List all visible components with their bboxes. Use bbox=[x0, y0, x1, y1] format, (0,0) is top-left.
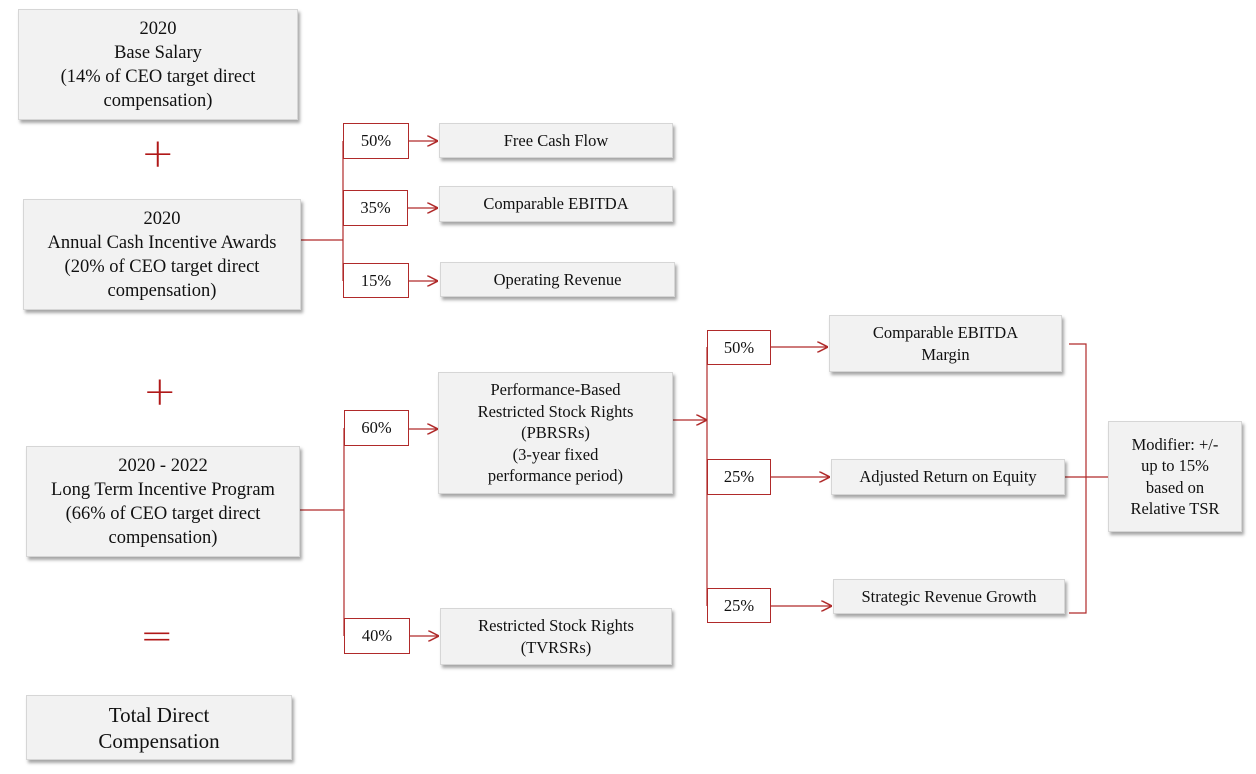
annual-weight-3: 15% bbox=[343, 263, 409, 298]
tvrsr-weight: 40% bbox=[344, 618, 410, 654]
relative-tsr-modifier-label: Modifier: +/- up to 15% based on Relativ… bbox=[1130, 434, 1220, 519]
annual-weight-2: 35% bbox=[343, 190, 408, 226]
total-direct-compensation-text: Total Direct Compensation bbox=[98, 702, 220, 753]
operating-revenue-label: Operating Revenue bbox=[493, 269, 622, 289]
annual-cash-incentive-text: 2020 Annual Cash Incentive Awards (20% o… bbox=[47, 208, 277, 301]
base-salary-box: 2020 Base Salary (14% of CEO target dire… bbox=[18, 9, 298, 120]
base-salary-text: 2020 Base Salary (14% of CEO target dire… bbox=[60, 18, 256, 111]
strategic-revenue-growth-box: Strategic Revenue Growth bbox=[833, 579, 1065, 614]
comparable-ebitda-margin-box: Comparable EBITDA Margin bbox=[829, 315, 1062, 372]
pbrsr-box: Performance-Based Restricted Stock Right… bbox=[438, 372, 673, 494]
comparable-ebitda-box: Comparable EBITDA bbox=[439, 186, 673, 222]
adjusted-return-on-equity-label: Adjusted Return on Equity bbox=[859, 467, 1037, 487]
pbrsr-label: Performance-Based Restricted Stock Right… bbox=[477, 380, 634, 486]
operating-revenue-box: Operating Revenue bbox=[440, 262, 675, 297]
annual-cash-incentive-box: 2020 Annual Cash Incentive Awards (20% o… bbox=[23, 199, 301, 310]
metric-weight-1: 50% bbox=[707, 330, 771, 365]
free-cash-flow-label: Free Cash Flow bbox=[503, 130, 609, 150]
annual-weight-1: 50% bbox=[343, 123, 409, 159]
equals-sign: = bbox=[140, 613, 174, 659]
plus-sign: + bbox=[143, 369, 177, 415]
comparable-ebitda-margin-label: Comparable EBITDA Margin bbox=[872, 323, 1019, 364]
long-term-incentive-box: 2020 - 2022 Long Term Incentive Program … bbox=[26, 446, 300, 557]
metric-weight-2: 25% bbox=[707, 459, 771, 495]
comparable-ebitda-label: Comparable EBITDA bbox=[483, 194, 629, 214]
total-direct-compensation-box: Total Direct Compensation bbox=[26, 695, 292, 760]
strategic-revenue-growth-label: Strategic Revenue Growth bbox=[861, 586, 1037, 606]
pbrsr-weight: 60% bbox=[344, 410, 409, 446]
plus-sign: + bbox=[141, 131, 175, 177]
adjusted-return-on-equity-box: Adjusted Return on Equity bbox=[831, 459, 1065, 495]
modifier-bracket bbox=[1069, 343, 1087, 614]
metric-weight-3: 25% bbox=[707, 588, 771, 623]
long-term-incentive-text: 2020 - 2022 Long Term Incentive Program … bbox=[51, 455, 275, 548]
tvrsr-box: Restricted Stock Rights (TVRSRs) bbox=[440, 608, 672, 665]
relative-tsr-modifier-box: Modifier: +/- up to 15% based on Relativ… bbox=[1108, 421, 1242, 532]
free-cash-flow-box: Free Cash Flow bbox=[439, 123, 673, 158]
tvrsr-label: Restricted Stock Rights (TVRSRs) bbox=[478, 616, 634, 657]
